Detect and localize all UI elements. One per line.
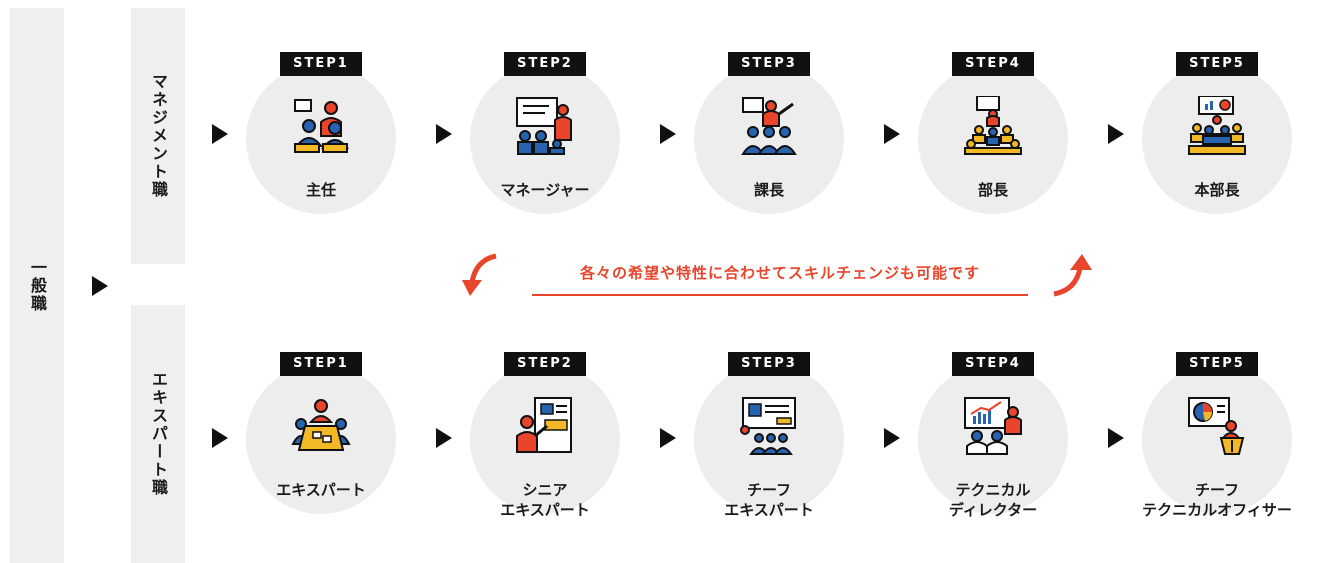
expert-step-2: STEP2 シニア エキスパート [470,352,620,532]
row1-arrow-4 [884,124,900,144]
step-badge: STEP4 [952,52,1034,76]
lecture-icon [740,397,796,455]
leader-group-icon [741,97,797,155]
expert-step-1: STEP1 エキスパート [246,352,396,532]
expert-step-4: STEP4 テクニカル ディレクター [918,352,1068,532]
step-label: 課長 [753,181,784,199]
step-badge: STEP1 [280,52,362,76]
row2-arrow-4 [884,428,900,448]
step-badge: STEP5 [1176,52,1258,76]
management-track-bar: マネジメント職 [131,8,185,264]
step-badge: STEP2 [504,52,586,76]
meeting-table-icon [291,399,351,451]
row2-arrow-1 [212,428,228,448]
expert-track-title: エキスパート職 [149,371,168,497]
chart-board-icon [964,397,1022,455]
expert-step-3: STEP3 チーフ エキスパート [694,352,844,532]
row2-arrow-3 [660,428,676,448]
general-label: 一般職 [28,258,47,313]
step-label: マネージャー [500,181,590,199]
management-step-5: STEP5 本部長 [1142,52,1292,232]
step-circle [246,64,396,214]
step-label: テクニカル ディレクター [948,481,1038,519]
note-underline [532,294,1028,296]
step-badge: STEP4 [952,352,1034,376]
discussion-icon [294,99,350,153]
step-label: エキスパート [276,481,366,499]
management-step-4: STEP4 部長 [918,52,1068,232]
step-badge: STEP3 [728,52,810,76]
row1-arrow-1 [212,124,228,144]
step-label: 部長 [977,181,1008,199]
management-step-3: STEP3 課長 [694,52,844,232]
department-icon [964,96,1022,155]
step-badge: STEP2 [504,352,586,376]
step-circle [1142,364,1292,514]
step-circle [694,64,844,214]
step-badge: STEP1 [280,352,362,376]
division-icon [1188,96,1246,155]
curve-arrow-up-icon [1053,254,1092,297]
row2-arrow-5 [1108,428,1124,448]
row1-arrow-2 [436,124,452,144]
skill-change-note: 各々の希望や特性に合わせてスキルチェンジも可能です [579,264,980,282]
management-step-1: STEP1 主任 [246,52,396,232]
expert-step-5: STEP5 チーフ テクニカルオフィサー [1142,352,1292,532]
row1-arrow-5 [1108,124,1124,144]
report-board-icon [516,397,572,453]
podium-icon [1188,397,1245,455]
step-badge: STEP3 [728,352,810,376]
expert-track-bar: エキスパート職 [131,305,185,563]
curve-arrow-down-icon [462,253,497,296]
presentation-icon [516,97,572,155]
row2-arrow-2 [436,428,452,448]
step-label: 本部長 [1194,181,1240,199]
general-track-bar: 一般職 [10,8,64,563]
management-step-2: STEP2 マネージャー [470,52,620,232]
step-label: 主任 [305,181,336,199]
step-label: チーフ テクニカルオフィサー [1142,481,1292,519]
row1-arrow-3 [660,124,676,144]
step-label: シニア エキスパート [500,481,590,519]
step-badge: STEP5 [1176,352,1258,376]
management-track-title: マネジメント職 [149,73,168,199]
arrow-to-tracks [92,276,108,296]
step-label: チーフ エキスパート [724,481,814,519]
